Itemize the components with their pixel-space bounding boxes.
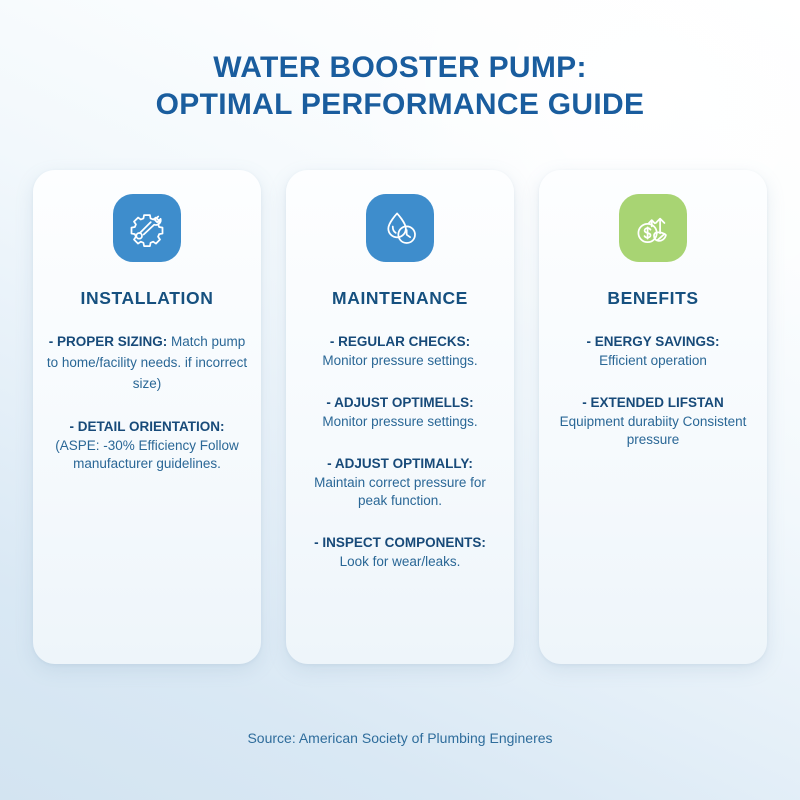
item-text: Match pump to home/facility needs. if in…	[46, 334, 248, 392]
page-title: WATER BOOSTER PUMP: OPTIMAL PERFORMANCE …	[0, 50, 800, 123]
item-label: - ADJUST OPTIMELLS:	[326, 394, 474, 410]
item-label: - INSPECT COMPONENTS:	[314, 534, 486, 550]
title-line-2: OPTIMAL PERFORMANCE GUIDE	[155, 87, 645, 121]
item-text: (ASPE: -30% Efficiency Follow manufactur…	[55, 438, 239, 472]
item-text: Monitor pressure settings.	[322, 414, 478, 430]
card-heading: INSTALLATION	[80, 288, 214, 308]
item-label: - PROPER SIZING:	[48, 334, 168, 349]
gear-wrench-icon	[113, 194, 181, 262]
item-label: - ENERGY SAVINGS:	[586, 334, 720, 349]
card-benefits: BENEFITS - ENERGY SAVINGS: Efficient ope…	[539, 170, 767, 664]
item-label: - REGULAR CHECKS:	[329, 334, 471, 349]
item-text: Monitor pressure settings.	[322, 353, 478, 369]
cards-row: INSTALLATION - PROPER SIZING: Match pump…	[33, 170, 767, 664]
item-label: - EXTENDED LIFSTAN	[582, 394, 724, 410]
list-item: - ADJUST OPTIMALLY: Maintain correct pre…	[298, 453, 502, 510]
item-text: Maintain correct pressure for peak funct…	[314, 474, 486, 508]
item-text: Look for wear/leaks.	[339, 553, 461, 569]
list-item: - REGULAR CHECKS: Monitor pressure setti…	[298, 331, 502, 370]
list-item: - ENERGY SAVINGS: Efficient operation	[551, 331, 755, 370]
list-item: - PROPER SIZING: Match pump to home/faci…	[45, 331, 249, 394]
list-item: - DETAIL ORIENTATION: (ASPE: -30% Effici…	[45, 416, 249, 473]
card-items: - ENERGY SAVINGS: Efficient operation - …	[551, 331, 755, 449]
title-line-1: WATER BOOSTER PUMP:	[213, 51, 587, 84]
list-item: - INSPECT COMPONENTS: Look for wear/leak…	[298, 532, 502, 571]
source-attribution: Source: American Society of Plumbing Eng…	[247, 730, 553, 746]
item-text: Efficient operation	[599, 353, 707, 369]
water-drop-clock-icon	[366, 194, 434, 262]
item-label: - ADJUST OPTIMALLY:	[327, 455, 473, 471]
card-installation: INSTALLATION - PROPER SIZING: Match pump…	[33, 170, 261, 664]
money-growth-leaf-icon	[619, 194, 687, 262]
list-item: - EXTENDED LIFSTAN Equipment durabiity C…	[551, 392, 755, 449]
card-maintenance: MAINTENANCE - REGULAR CHECKS: Monitor pr…	[286, 170, 514, 664]
item-text: Equipment durabiity Consistent pressure	[559, 414, 747, 447]
item-label: - DETAIL ORIENTATION:	[69, 419, 225, 435]
card-heading: BENEFITS	[607, 288, 699, 308]
list-item: - ADJUST OPTIMELLS: Monitor pressure set…	[298, 392, 502, 431]
card-heading: MAINTENANCE	[332, 288, 468, 308]
card-items: - REGULAR CHECKS: Monitor pressure setti…	[298, 331, 502, 571]
card-items: - PROPER SIZING: Match pump to home/faci…	[45, 331, 249, 473]
